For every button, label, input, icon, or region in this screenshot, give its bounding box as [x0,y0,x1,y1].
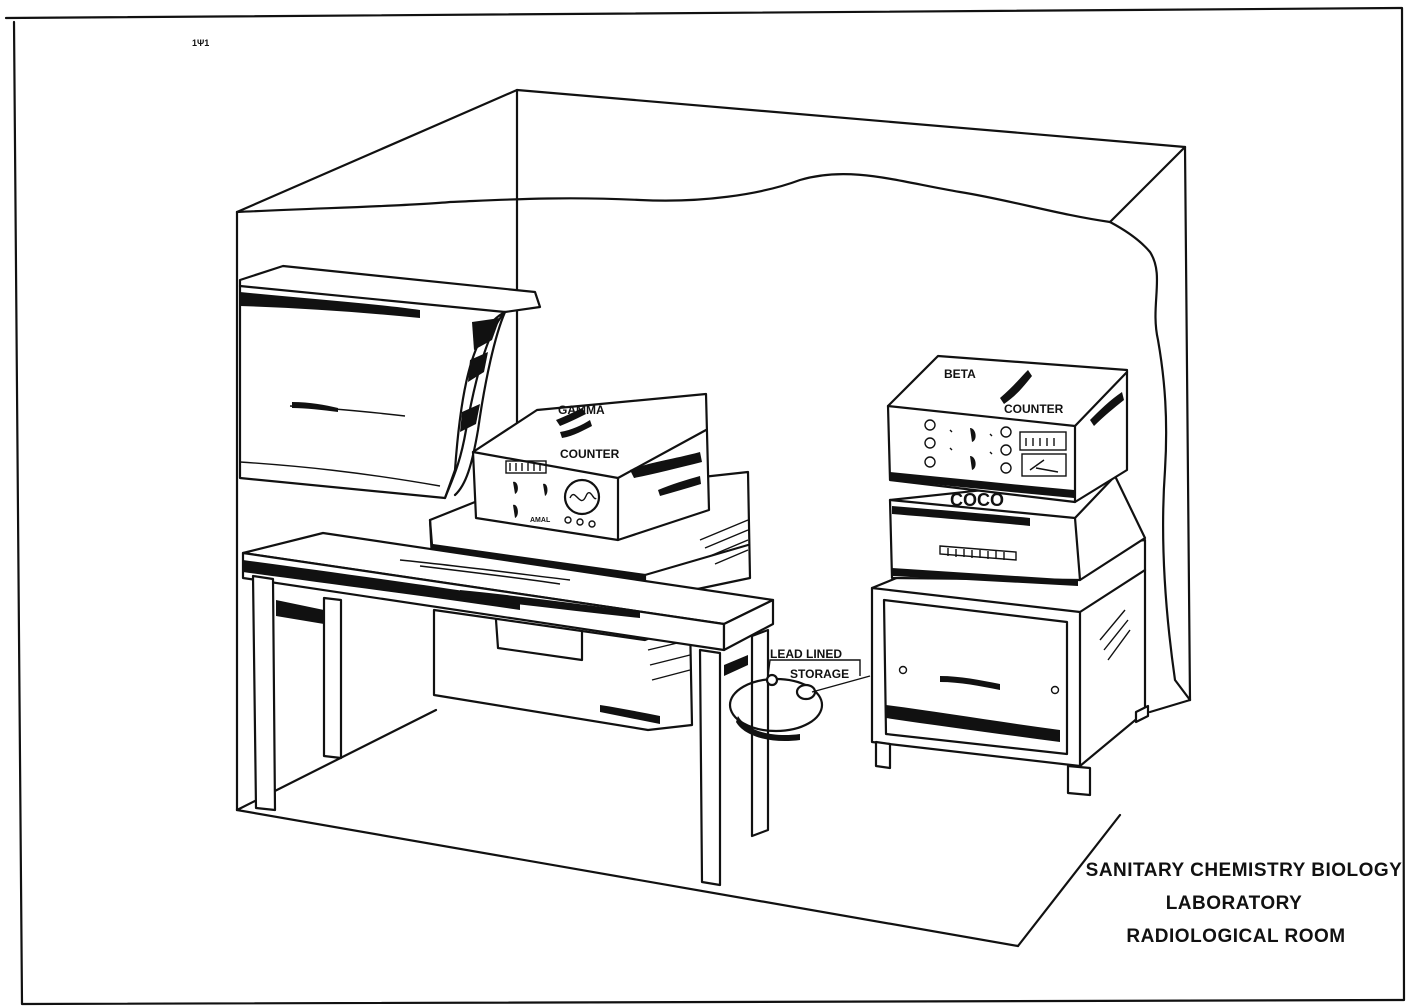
lead-storage: LEAD LINED STORAGE [728,647,871,742]
caption-line-1: SANITARY CHEMISTRY BIOLOGY [1086,860,1403,881]
wall-hood [238,264,542,500]
caption-line-2: LABORATORY [1166,893,1303,914]
beta-counter-label: COUNTER [1004,402,1064,416]
gamma-brand-label: AMAL [530,517,551,524]
caption-line-3: RADIOLOGICAL ROOM [1126,926,1345,947]
gamma-label: GAMMA [558,403,605,417]
lab-table [241,531,775,887]
beta-label: BETA [944,367,976,381]
page-border [4,6,1406,1006]
caption-block: SANITARY CHEMISTRY BIOLOGY LABORATORY RA… [1086,860,1403,947]
gamma-counter-label: COUNTER [560,447,620,461]
gamma-counter: GAMMA COUNTER AMAL [471,392,711,542]
beta-cabinet [870,538,1150,797]
lead-lined-label: LEAD LINED [770,647,842,661]
beta-counter: BETA COUNTER [886,354,1129,504]
coco-label: COCO [950,490,1004,510]
storage-label: STORAGE [790,667,849,681]
room-outline [235,88,1192,948]
beta-chassis: COCO [888,474,1147,586]
corner-mark: 1Ψ1 [192,38,209,48]
